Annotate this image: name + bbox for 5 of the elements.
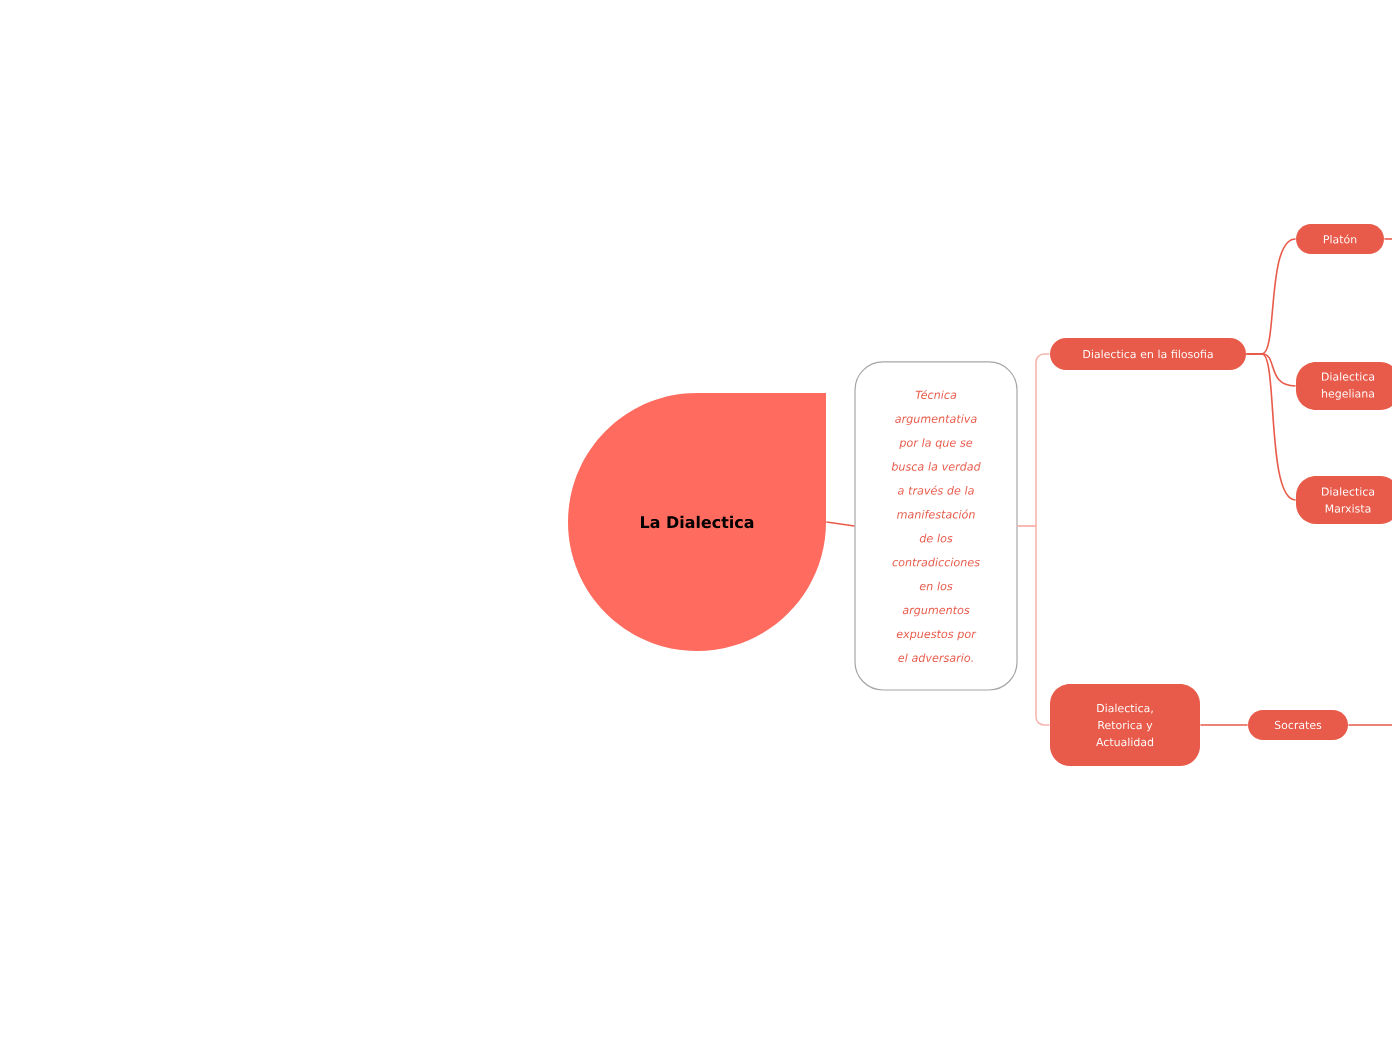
connector-line <box>1383 238 1392 240</box>
connector-line <box>1347 724 1392 726</box>
connector-line <box>1245 353 1297 501</box>
connector-line <box>1199 724 1249 726</box>
connector-line <box>825 521 856 527</box>
